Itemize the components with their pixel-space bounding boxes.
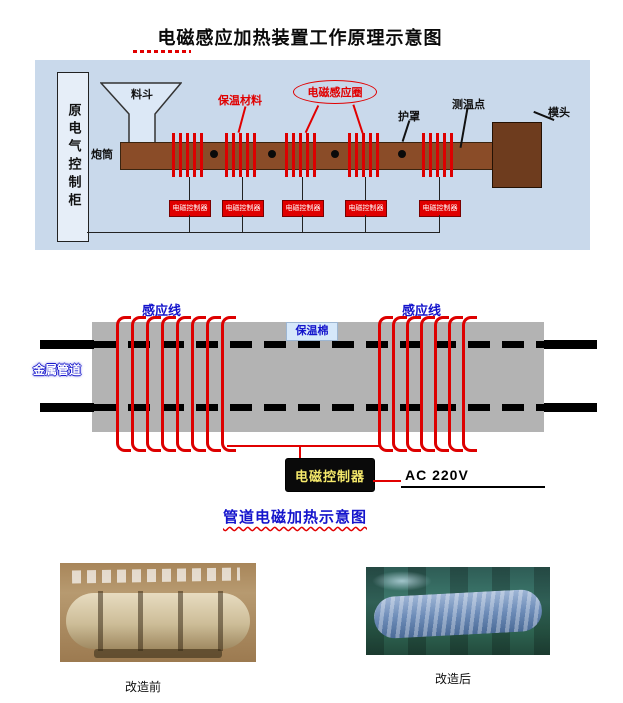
coil-winding	[392, 316, 407, 452]
leader-line	[237, 106, 246, 133]
power-label: AC 220V	[405, 467, 469, 483]
coil-winding	[161, 316, 176, 452]
hopper-label: 料斗	[131, 88, 153, 101]
coil-winding	[116, 316, 131, 452]
shield-label: 护罩	[398, 110, 420, 123]
coil-controller-box: 电磁控制器	[282, 200, 324, 217]
die-head	[492, 122, 542, 188]
vessel-strap	[178, 591, 183, 651]
electromagnetic-controller: 电磁控制器	[285, 458, 375, 492]
wire	[189, 215, 190, 232]
photo-highlight	[372, 571, 432, 591]
page-title: 电磁感应加热装置工作原理示意图	[157, 28, 443, 49]
leader-line	[352, 104, 364, 134]
pipe-wall	[544, 340, 597, 349]
coil-controller-box: 电磁控制器	[419, 200, 461, 217]
coil-controller-box: 电磁控制器	[222, 200, 264, 217]
wire	[439, 177, 440, 200]
wrapped-pipe	[373, 588, 543, 640]
induction-coil	[225, 133, 259, 177]
wire	[439, 215, 440, 232]
pipe-wall-dashed	[94, 341, 544, 348]
wire	[302, 177, 303, 200]
induction-coil	[348, 133, 382, 177]
wire	[242, 215, 243, 232]
photo-after	[366, 567, 550, 655]
induction-wire-label-left: 感应线	[142, 304, 182, 319]
induction-coil-callout: 电磁感应圈	[293, 80, 377, 104]
wire	[365, 177, 366, 200]
coil-winding	[146, 316, 161, 452]
principle-diagram: 原电气控制柜 料斗 炮筒 保温材料 电磁感应圈 护罩 测温点 模头	[35, 60, 590, 250]
temp-point-dot	[268, 150, 276, 158]
control-cabinet-label: 原电气控制柜	[65, 103, 81, 211]
coil-winding	[434, 316, 449, 452]
die-head-label: 模头	[548, 106, 570, 119]
insulation-cotton-label: 保温棉	[286, 322, 338, 341]
bus-wire	[87, 232, 440, 233]
coil-winding	[406, 316, 421, 452]
wire	[242, 177, 243, 200]
temp-point-dot	[398, 150, 406, 158]
temp-point-dot	[331, 150, 339, 158]
coil-winding	[221, 316, 236, 452]
coil-winding	[420, 316, 435, 452]
coil-winding	[448, 316, 463, 452]
vessel-strap	[138, 591, 143, 651]
after-caption: 改造后	[435, 672, 472, 686]
wire	[302, 215, 303, 232]
electromagnetic-controller-label: 电磁控制器	[294, 469, 365, 485]
control-cabinet: 原电气控制柜	[57, 72, 89, 242]
power-wire	[373, 480, 401, 482]
power-line	[401, 486, 545, 488]
induction-coil	[285, 133, 319, 177]
vessel-strap	[98, 591, 103, 651]
coil-winding	[378, 316, 393, 452]
vessel-fittings	[94, 649, 222, 658]
pipe-wall	[40, 403, 94, 412]
vessel-strap	[218, 591, 223, 651]
coil-winding	[176, 316, 191, 452]
coil-winding	[462, 316, 477, 452]
pipe-diagram-caption: 管道电磁加热示意图	[222, 508, 367, 526]
coil-controller-box: 电磁控制器	[345, 200, 387, 217]
induction-coil-label: 电磁感应圈	[307, 86, 363, 99]
induction-coil	[422, 133, 456, 177]
barrel-label: 炮筒	[91, 148, 113, 161]
coil-feed-wire	[227, 445, 379, 447]
coil-winding	[191, 316, 206, 452]
wire	[189, 177, 190, 200]
coil-controller-box: 电磁控制器	[169, 200, 211, 217]
wire	[365, 215, 366, 232]
induction-wire-label-right: 感应线	[402, 304, 442, 319]
before-caption: 改造前	[125, 680, 162, 694]
coil-feed-wire	[299, 445, 301, 459]
coil-winding	[206, 316, 221, 452]
induction-coil	[172, 133, 206, 177]
temp-point-dot	[210, 150, 218, 158]
pipe-wall	[40, 340, 94, 349]
pipe-wall-dashed	[94, 404, 544, 411]
temp-point-label: 测温点	[452, 98, 485, 111]
photo-before	[60, 563, 256, 662]
coil-winding	[131, 316, 146, 452]
insulation-label: 保温材料	[218, 94, 262, 107]
photo-annotation-marks	[71, 567, 241, 584]
leader-line	[304, 105, 319, 133]
metal-pipe-label: 金属管道	[33, 363, 82, 377]
spellcheck-underline	[133, 50, 191, 53]
pipe-wall	[544, 403, 597, 412]
